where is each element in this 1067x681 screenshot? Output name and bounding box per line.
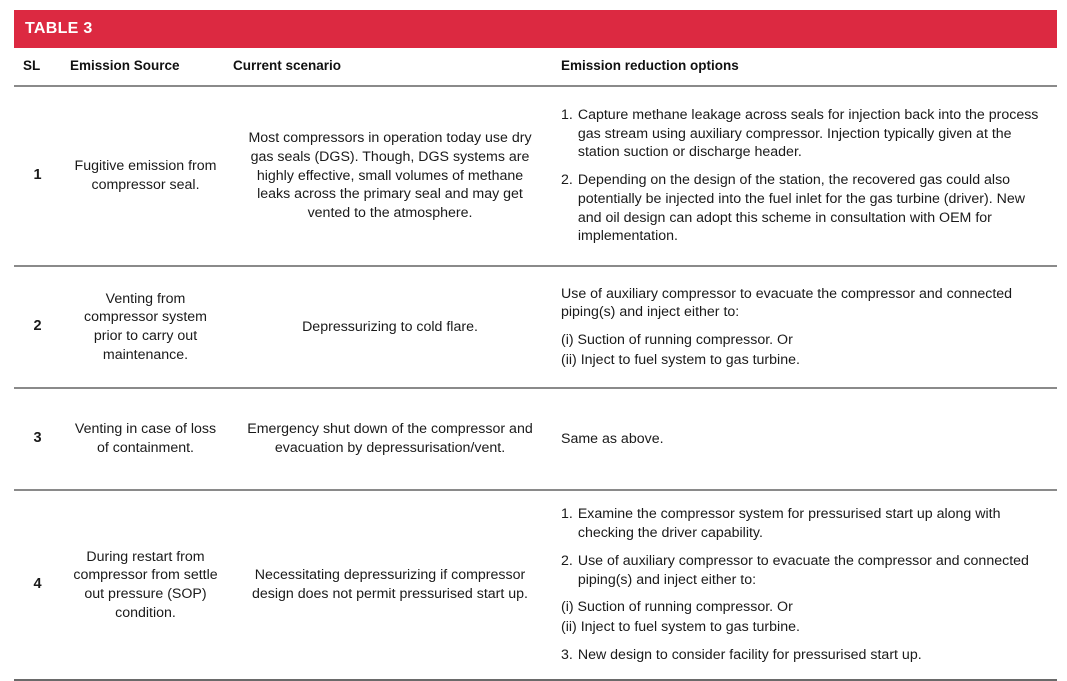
table-head: SL Emission Source Current scenario Emis… — [14, 56, 1057, 87]
option-text: (ii) Inject to fuel system to gas turbin… — [561, 619, 800, 636]
table-header-row: SL Emission Source Current scenario Emis… — [14, 56, 1057, 87]
cell-current-scenario: Depressurizing to cold flare. — [230, 266, 550, 389]
emission-table: SL Emission Source Current scenario Emis… — [14, 56, 1057, 681]
option-item: 1.Examine the compressor system for pres… — [561, 505, 1049, 542]
option-text: Depending on the design of the station, … — [577, 172, 1025, 245]
cell-sl: 2 — [14, 266, 61, 389]
option-list: 1.Capture methane leakage across seals f… — [561, 106, 1049, 246]
cell-emission-source: Venting in case of loss of containment. — [61, 388, 230, 491]
cell-emission-source: During restart from compressor from sett… — [61, 490, 230, 681]
option-item: (ii) Inject to fuel system to gas turbin… — [561, 351, 1049, 370]
cell-emission-reduction-options: Use of auxiliary compressor to evacuate … — [550, 266, 1057, 389]
option-item: 1.Capture methane leakage across seals f… — [561, 106, 1049, 162]
cell-emission-reduction-options: Same as above. — [550, 388, 1057, 491]
option-text: Same as above. — [561, 430, 664, 447]
option-item: (i) Suction of running compressor. Or — [561, 331, 1049, 350]
table-banner-title: TABLE 3 — [25, 20, 93, 37]
cell-emission-reduction-options: 1.Capture methane leakage across seals f… — [550, 86, 1057, 267]
option-item: (i) Suction of running compressor. Or — [561, 598, 1049, 617]
option-item: (ii) Inject to fuel system to gas turbin… — [561, 618, 1049, 637]
option-list: 1.Examine the compressor system for pres… — [561, 505, 1049, 664]
option-list: Use of auxiliary compressor to evacuate … — [561, 285, 1049, 370]
option-marker: 2. — [561, 172, 573, 189]
option-item: Same as above. — [561, 430, 1049, 449]
option-marker: 2. — [561, 552, 573, 569]
cell-current-scenario: Emergency shut down of the compressor an… — [230, 388, 550, 491]
cell-emission-source: Fugitive emission from compressor seal. — [61, 86, 230, 267]
cell-emission-reduction-options: 1.Examine the compressor system for pres… — [550, 490, 1057, 681]
option-text: Use of auxiliary compressor to evacuate … — [561, 285, 1013, 321]
option-item: Use of auxiliary compressor to evacuate … — [561, 285, 1049, 322]
cell-sl: 4 — [14, 490, 61, 681]
option-marker: 1. — [561, 106, 573, 123]
column-header-options: Emission reduction options — [550, 56, 1057, 87]
option-text: (i) Suction of running compressor. Or — [561, 599, 793, 616]
option-list: Same as above. — [561, 430, 1049, 449]
column-header-current: Current scenario — [230, 56, 550, 87]
cell-sl: 1 — [14, 86, 61, 267]
option-item: 2.Use of auxiliary compressor to evacuat… — [561, 552, 1049, 589]
column-header-sl: SL — [14, 56, 61, 87]
cell-emission-source: Venting from compressor system prior to … — [61, 266, 230, 389]
table-page: TABLE 3 SL Emission Source Current scena… — [14, 10, 1057, 681]
option-marker: 1. — [561, 506, 573, 523]
option-item: 2.Depending on the design of the station… — [561, 171, 1049, 246]
table-container: SL Emission Source Current scenario Emis… — [14, 56, 1057, 681]
option-text: Examine the compressor system for pressu… — [577, 506, 1001, 542]
column-header-source: Emission Source — [61, 56, 230, 87]
table-banner: TABLE 3 — [14, 10, 1057, 48]
cell-current-scenario: Necessitating depressurizing if compress… — [230, 490, 550, 681]
cell-current-scenario: Most compressors in operation today use … — [230, 86, 550, 267]
option-text: (i) Suction of running compressor. Or — [561, 332, 793, 348]
option-text: Capture methane leakage across seals for… — [577, 106, 1039, 161]
option-text: (ii) Inject to fuel system to gas turbin… — [561, 351, 800, 368]
option-text: Use of auxiliary compressor to evacuate … — [577, 552, 1029, 588]
cell-sl: 3 — [14, 388, 61, 491]
